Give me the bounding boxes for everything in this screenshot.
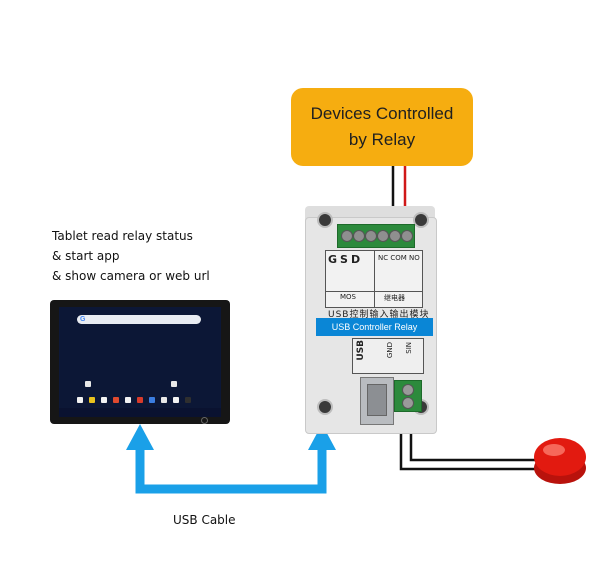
description-line: & start app [52, 249, 120, 263]
usb-connection-arrow [126, 424, 336, 494]
screw-icon [402, 397, 414, 409]
module-label-panel: GSD NC COM NO MOS 继电器 [325, 250, 423, 308]
app-icon [173, 397, 179, 403]
bottom-terminal-block [394, 380, 422, 412]
devices-box-line1: Devices Controlled [310, 104, 454, 123]
screw-icon [377, 230, 389, 242]
lower-label-panel [352, 338, 424, 374]
app-icon [113, 397, 119, 403]
mount-hole [413, 212, 429, 228]
app-icon [125, 397, 131, 403]
tablet-screen: G [59, 307, 221, 417]
sin-label: SIN [405, 342, 413, 354]
push-button-icon [534, 438, 586, 484]
relay-label: 继电器 [384, 294, 405, 302]
usb-port [360, 377, 394, 425]
app-icon [185, 397, 191, 403]
usb-cable-label: USB Cable [173, 513, 236, 527]
top-terminal-block [337, 224, 415, 248]
app-dock [77, 397, 191, 403]
screw-icon [389, 230, 401, 242]
usb-controller-relay-label: USB Controller Relay [316, 318, 433, 336]
tablet-icon: G [50, 300, 230, 424]
usb-port-label: USB [356, 340, 366, 361]
panel-divider [374, 251, 375, 307]
app-icon [77, 397, 83, 403]
devices-box-line2: by Relay [348, 130, 416, 149]
description-line: & show camera or web url [52, 269, 210, 283]
devices-controlled-box: Devices Controlled by Relay [291, 88, 473, 166]
search-bar: G [77, 315, 201, 324]
nc-com-no-label: NC COM NO [378, 254, 420, 262]
module-title: USB控制输入输出模块 [328, 310, 430, 320]
app-icon [149, 397, 155, 403]
mos-label: MOS [340, 293, 356, 301]
screw-icon [353, 230, 365, 242]
app-icon [101, 397, 107, 403]
home-icon-right [171, 381, 177, 387]
screw-icon [365, 230, 377, 242]
mount-hole [317, 212, 333, 228]
tablet-description: Tablet read relay status & start app & s… [52, 226, 210, 286]
tablet-navbar [59, 408, 221, 417]
screw-icon [401, 230, 413, 242]
app-icon [89, 397, 95, 403]
mount-hole [317, 399, 333, 415]
tablet-home-button [201, 417, 208, 424]
home-icon-left [85, 381, 91, 387]
app-icon [137, 397, 143, 403]
google-icon: G [80, 316, 86, 323]
panel-divider [326, 291, 422, 292]
gsd-label: GSD [328, 253, 364, 266]
screw-icon [341, 230, 353, 242]
description-line: Tablet read relay status [52, 229, 193, 243]
screw-icon [402, 384, 414, 396]
gnd-label: GND [386, 342, 394, 359]
app-icon [161, 397, 167, 403]
usb-icon [367, 384, 387, 416]
